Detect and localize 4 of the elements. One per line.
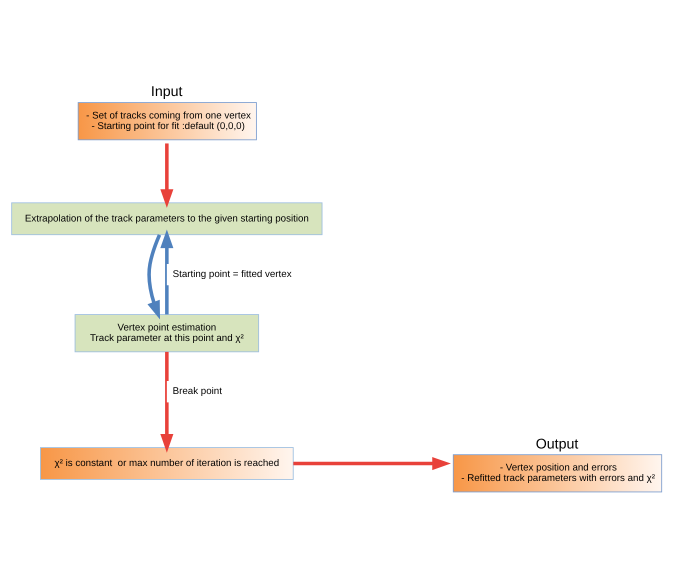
node-label: Input: [150, 84, 182, 100]
edge-label: Break point: [172, 386, 222, 398]
node-label: Output: [536, 436, 578, 452]
edge-label: Starting point = fitted vertex: [172, 269, 292, 280]
